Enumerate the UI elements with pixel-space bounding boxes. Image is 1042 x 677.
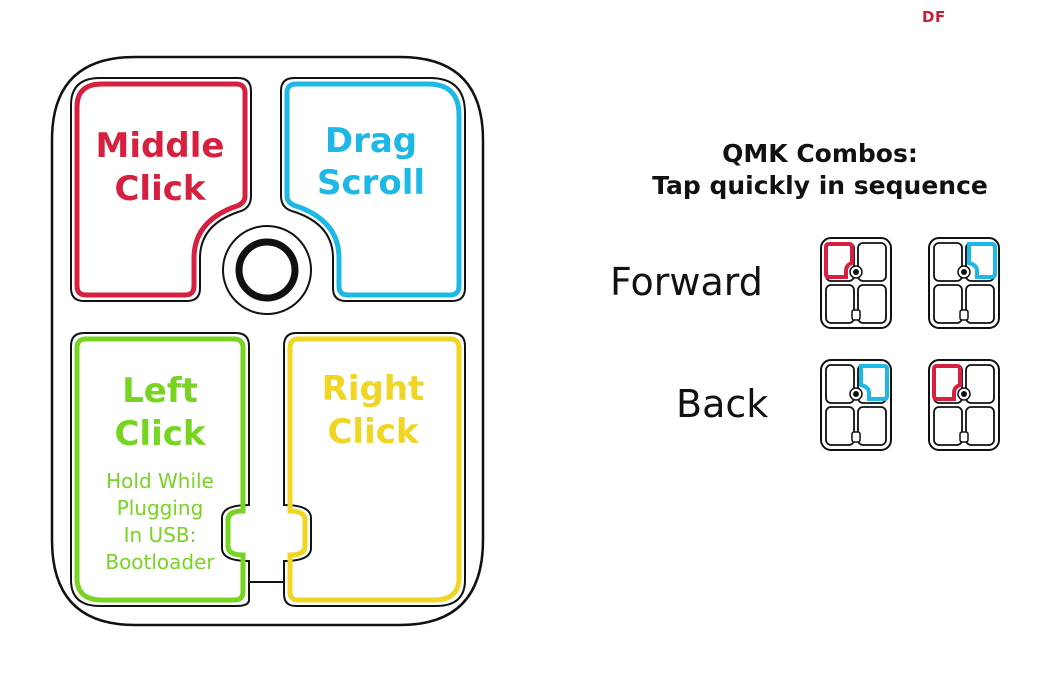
combo-back-step2 xyxy=(928,359,1000,451)
middle-click-line1: Middle xyxy=(96,126,225,166)
drag-scroll-button[interactable]: Drag Scroll xyxy=(280,77,466,302)
combo-back-step1 xyxy=(820,359,892,451)
right-click-button[interactable]: Right Click xyxy=(283,332,466,607)
right-click-line2: Click xyxy=(327,412,419,452)
bootloader-note-line3: In USB: xyxy=(124,523,197,547)
trackball[interactable] xyxy=(222,225,312,315)
drag-scroll-line2: Scroll xyxy=(317,163,425,203)
left-click-line1: Left xyxy=(122,371,198,411)
middle-click-button[interactable]: Middle Click xyxy=(70,77,252,302)
df-logo: DF xyxy=(922,8,946,26)
right-click-line1: Right xyxy=(322,369,425,409)
device-outline xyxy=(50,55,485,627)
middle-click-line2: Click xyxy=(114,169,206,209)
combos-title-line1: QMK Combos: xyxy=(722,139,918,168)
bootloader-note-line2: Plugging xyxy=(117,496,204,520)
combo-forward-step2 xyxy=(928,237,1000,329)
bootloader-note-line1: Hold While xyxy=(106,469,214,493)
left-click-button[interactable]: Left Click Hold While Plugging In USB: B… xyxy=(70,332,250,607)
bootloader-note-line4: Bootloader xyxy=(105,550,215,574)
combos-title-line2: Tap quickly in sequence xyxy=(652,171,988,200)
combo-label-forward: Forward xyxy=(610,260,763,304)
combo-label-back: Back xyxy=(676,382,769,426)
combos-title: QMK Combos: Tap quickly in sequence xyxy=(600,138,1040,202)
combo-forward-step1 xyxy=(820,237,892,329)
drag-scroll-line1: Drag xyxy=(325,121,417,161)
left-click-line2: Click xyxy=(114,414,206,454)
